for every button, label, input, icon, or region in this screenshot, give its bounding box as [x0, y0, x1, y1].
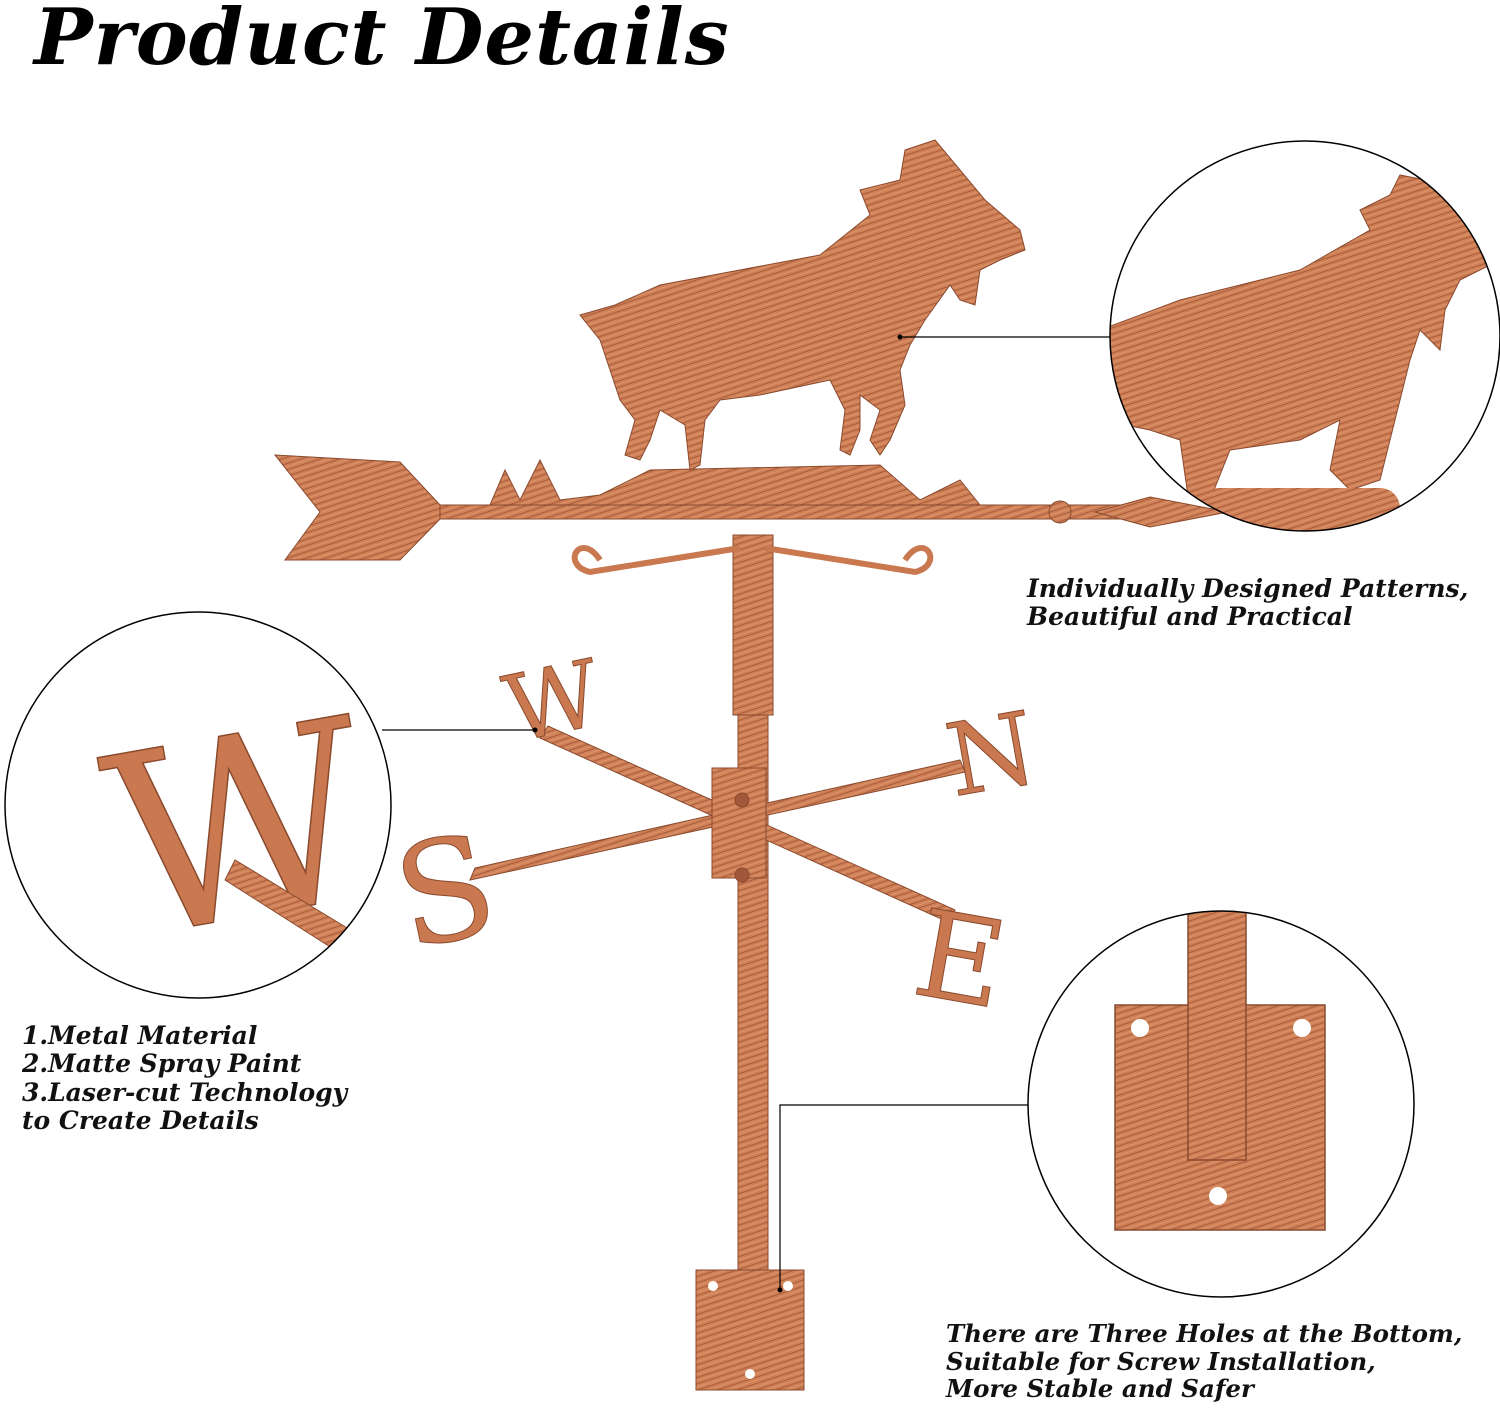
zoom-base-detail: [1027, 910, 1415, 1298]
base-plate: [695, 1269, 805, 1391]
zoom-goat-detail: [1109, 140, 1500, 532]
zoom-w-detail: W: [4, 611, 392, 999]
caption-line: Suitable for Screw Installation,: [946, 1346, 1376, 1376]
caption-line: Beautiful and Practical: [1027, 602, 1353, 632]
caption-line: to Create Details: [22, 1105, 259, 1135]
zoom-letter-w: W: [87, 664, 391, 995]
caption-line: More Stable and Safer: [946, 1374, 1254, 1404]
page-title: Product Details: [34, 0, 730, 83]
arrow: [273, 454, 1229, 561]
leader-line-bottom: [779, 1104, 1030, 1290]
caption-material: 1.Metal Material 2.Matte Spray Paint 3.L…: [22, 1021, 348, 1135]
caption-line: 3.Laser-cut Technology: [22, 1077, 348, 1107]
compass-letter-n: N: [938, 689, 1044, 819]
compass-letter-s: S: [382, 803, 510, 982]
caption-line: There are Three Holes at the Bottom,: [946, 1319, 1463, 1348]
caption-patterns: Individually Designed Patterns, Beautifu…: [1027, 574, 1469, 632]
scroll-ornament: [571, 545, 934, 576]
caption-holes: There are Three Holes at the Bottom, Sui…: [946, 1320, 1462, 1403]
caption-line: Individually Designed Patterns,: [1027, 574, 1469, 603]
compass-letter-w: W: [495, 640, 610, 764]
compass-arms: [469, 725, 966, 923]
pole-upper-sleeve: [732, 534, 774, 716]
goat-silhouette: [579, 139, 1026, 471]
caption-line: 1.Metal Material: [22, 1021, 258, 1050]
caption-line: 2.Matte Spray Paint: [22, 1049, 302, 1079]
